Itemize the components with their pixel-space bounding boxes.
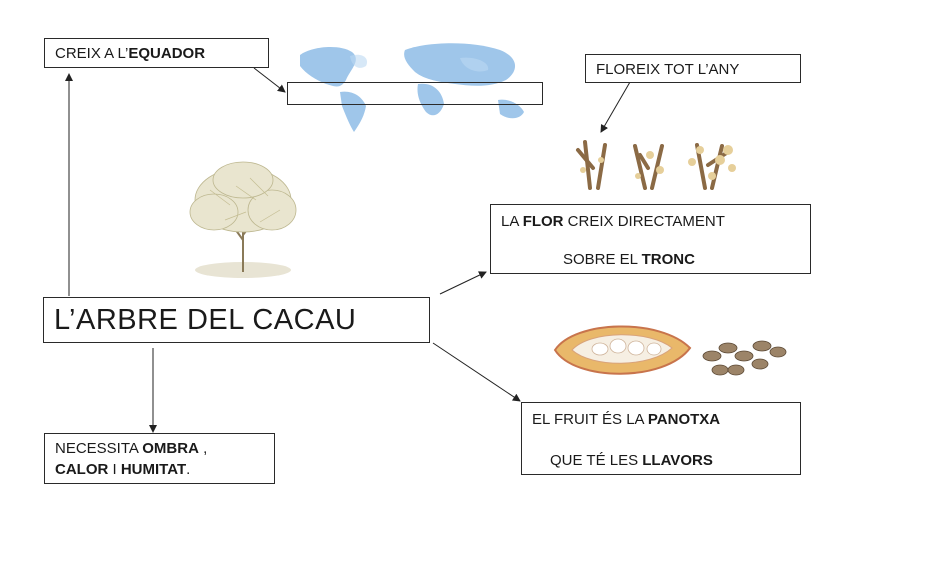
- main-title-box: L’ARBRE DEL CACAU: [43, 297, 430, 343]
- fruit-line-1: EL FRUIT ÉS LA PANOTXA: [532, 411, 721, 428]
- needs-line-1: NECESSITA OMBRA ,: [55, 440, 208, 457]
- flower-line-1: LA FLOR CREIX DIRECTAMENT: [501, 213, 725, 230]
- blooms-text: FLOREIX TOT L’ANY: [596, 61, 740, 78]
- arrow-to-blooms: [600, 81, 631, 133]
- equator-strip: [287, 82, 543, 105]
- main-title: L’ARBRE DEL CACAU: [54, 304, 357, 336]
- arrow-to-strip: [253, 67, 286, 93]
- blooms-box: FLOREIX TOT L’ANY: [585, 54, 801, 83]
- fruit-line-2: QUE TÉ LES LLAVORS: [550, 452, 713, 469]
- flower-line-2: SOBRE EL TRONC: [563, 251, 695, 268]
- arrow-to-fruit: [432, 342, 521, 402]
- arrow-to-flower: [439, 271, 487, 295]
- needs-line-2: CALOR I HUMITAT.: [55, 461, 191, 478]
- flower-box: LA FLOR CREIX DIRECTAMENT SOBRE EL TRONC: [490, 204, 811, 274]
- fruit-box: EL FRUIT ÉS LA PANOTXA QUE TÉ LES LLAVOR…: [521, 402, 801, 475]
- needs-box: NECESSITA OMBRA , CALOR I HUMITAT.: [44, 433, 275, 484]
- equator-box: CREIX A L’EQUADOR: [44, 38, 269, 68]
- equator-text: CREIX A L’EQUADOR: [55, 45, 206, 62]
